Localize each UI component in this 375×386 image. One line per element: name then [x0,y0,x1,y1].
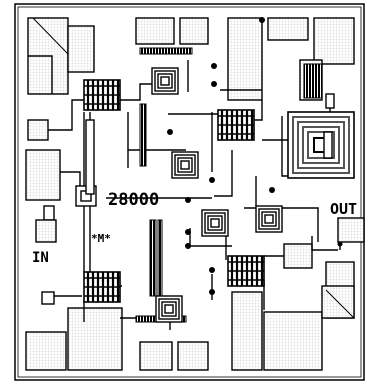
inductor-mid-left [171,151,199,179]
pad-bottom-right [231,291,263,371]
inductor-bottom [155,295,183,323]
inductor-large [287,111,355,179]
pad-bottom-center [139,341,173,371]
inductor-mid [201,209,229,237]
input-label: IN [32,250,49,266]
pad-bottom-left [25,331,67,371]
pad-bottom-center-2 [177,341,209,371]
pad-right-out [337,217,365,243]
fet-bottom-center [226,254,266,288]
cap-low-left [41,291,55,305]
pad-top-right-block [227,17,263,101]
output-label: OUT [330,200,357,218]
pad-top-center-2 [179,17,209,45]
mark-label: *M* [91,232,111,245]
chip-number-label: 28000 [108,190,159,210]
pad-bottom-left-2 [67,307,123,371]
pad-top-center [135,17,175,45]
pad-left-small [27,119,49,141]
fet-center [216,108,256,142]
resistor-top-right [325,93,335,109]
chip-border-inner [17,6,362,378]
resistor-right [323,131,333,159]
pad-bottom-right-2 [263,311,323,371]
chip-border [14,3,365,381]
vias [167,17,343,295]
inductor-right [255,205,283,233]
inductor-top [151,67,179,95]
fet-bottom-left [82,270,122,304]
pad-left-large [25,149,61,201]
fet-top-left [82,78,122,112]
cap-in [43,205,55,221]
resistor-left [85,119,95,195]
pad-top-left-2 [67,25,95,73]
pad-top-right [267,17,309,41]
pad-top-right-2 [313,17,355,65]
pad-mid-right [283,243,313,269]
pad-in [35,219,57,243]
